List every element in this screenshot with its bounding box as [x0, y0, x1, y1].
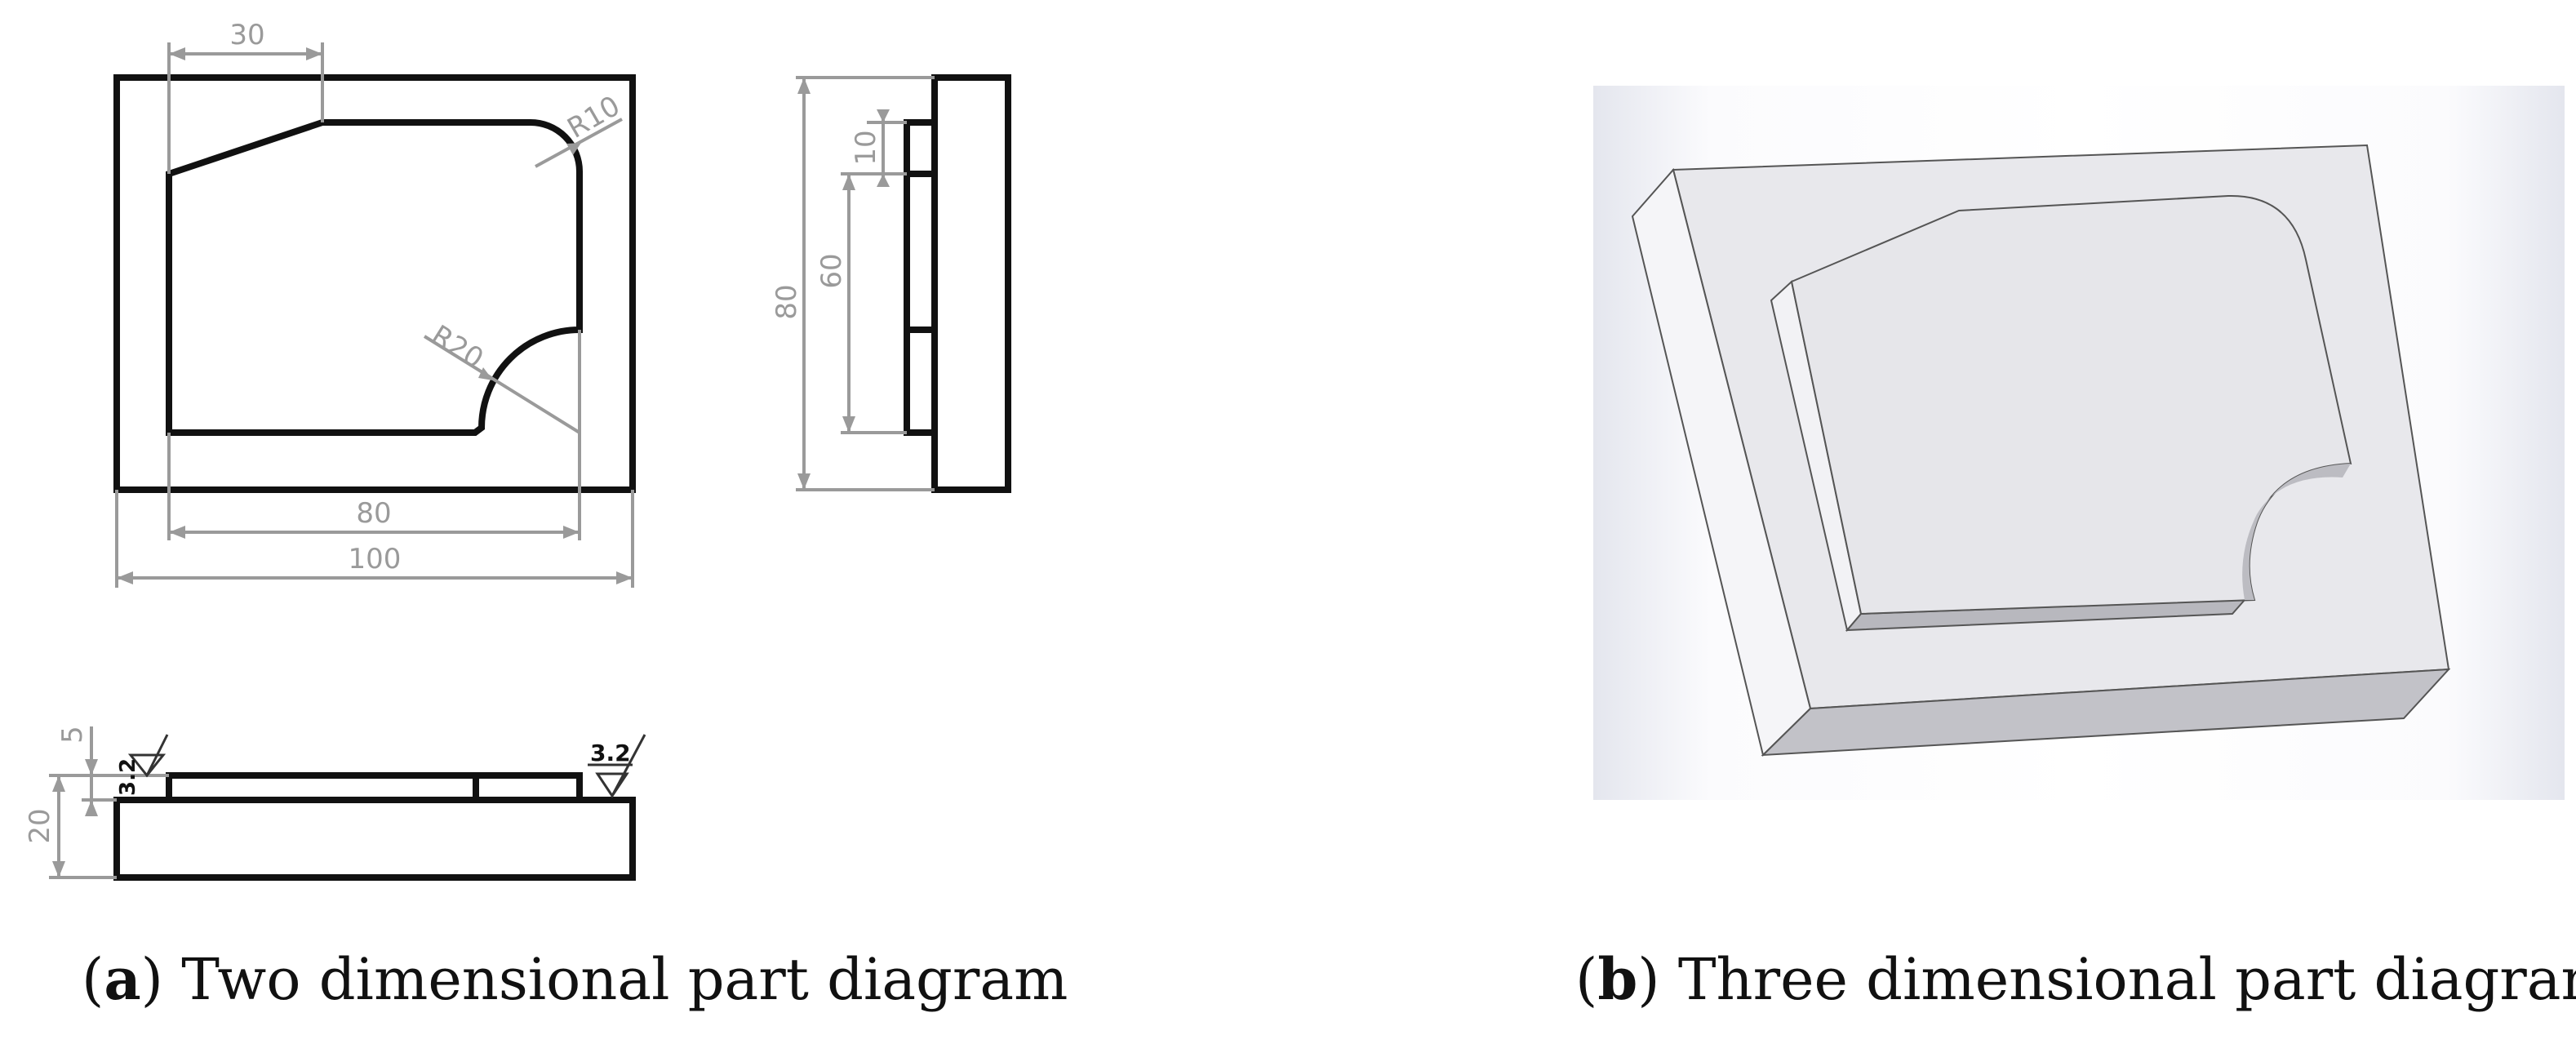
top-view-pocket-outline — [166, 119, 583, 436]
dim-r20-leader — [423, 335, 581, 434]
front-view-base — [113, 797, 636, 881]
dim-5-arrow-top — [85, 759, 98, 775]
dim-80-arrow-right — [563, 526, 580, 539]
dim-30-arrow-left — [169, 47, 185, 60]
dim-30-text: 30 — [229, 19, 264, 51]
dim-r20-arrow — [478, 367, 493, 380]
dim-30-arrow-right — [306, 47, 322, 60]
caption-b: (b) Three dimensional part diagram — [1575, 945, 2576, 1013]
dim-r10-arrow — [566, 143, 581, 155]
roughness-left-text: 3.2 — [116, 758, 140, 796]
caption-a: (a) Two dimensional part diagram — [82, 945, 1068, 1013]
dim-100-arrow-right — [616, 571, 633, 584]
top-view-outer-plate — [113, 74, 636, 493]
dim-60-text: 60 — [815, 253, 848, 288]
dim-60-arrow-top — [842, 174, 855, 190]
plate-front-face — [1761, 668, 2451, 757]
roughness-right-text: 3.2 — [590, 740, 631, 766]
panel-a-2d-drawing: 30 R10 R20 80 100 — [24, 19, 1011, 881]
roughness-symbol-left — [127, 734, 169, 778]
dim-r20-text: R20 — [425, 319, 489, 375]
front-view-boss — [166, 772, 583, 803]
dim-20-text: 20 — [24, 808, 56, 843]
dim-80-text: 80 — [356, 497, 391, 530]
side-view-boss — [904, 119, 938, 436]
side-view: 10 60 80 — [771, 74, 1011, 493]
side-view-plate — [931, 74, 1011, 493]
dim-side80-arrow-top — [797, 78, 811, 94]
dim-20-arrow-bottom — [52, 861, 65, 877]
dim-100-arrow-left — [117, 571, 133, 584]
dim-5-text: 5 — [56, 726, 89, 744]
panel-b-3d-render — [1593, 86, 2565, 800]
front-view: 5 20 3.2 3.2 — [24, 726, 646, 881]
dim-10-text: 10 — [850, 130, 882, 165]
dim-side80-arrow-bottom — [797, 473, 811, 490]
top-view: 30 R10 R20 80 100 — [113, 19, 636, 588]
dim-r10-text: R10 — [562, 90, 626, 145]
dim-60-arrow-bottom — [842, 416, 855, 433]
dim-100-text: 100 — [349, 543, 402, 575]
dim-side80-text: 80 — [771, 284, 803, 319]
dim-5-arrow-bottom — [85, 800, 98, 816]
dim-10-arrow-top — [877, 109, 890, 122]
dim-20-arrow-top — [52, 775, 65, 792]
boss-arc-shadow — [2242, 464, 2351, 600]
dim-80-arrow-left — [169, 526, 185, 539]
dim-10-arrow-bottom — [877, 174, 890, 187]
dim-r10-leader — [535, 118, 623, 168]
